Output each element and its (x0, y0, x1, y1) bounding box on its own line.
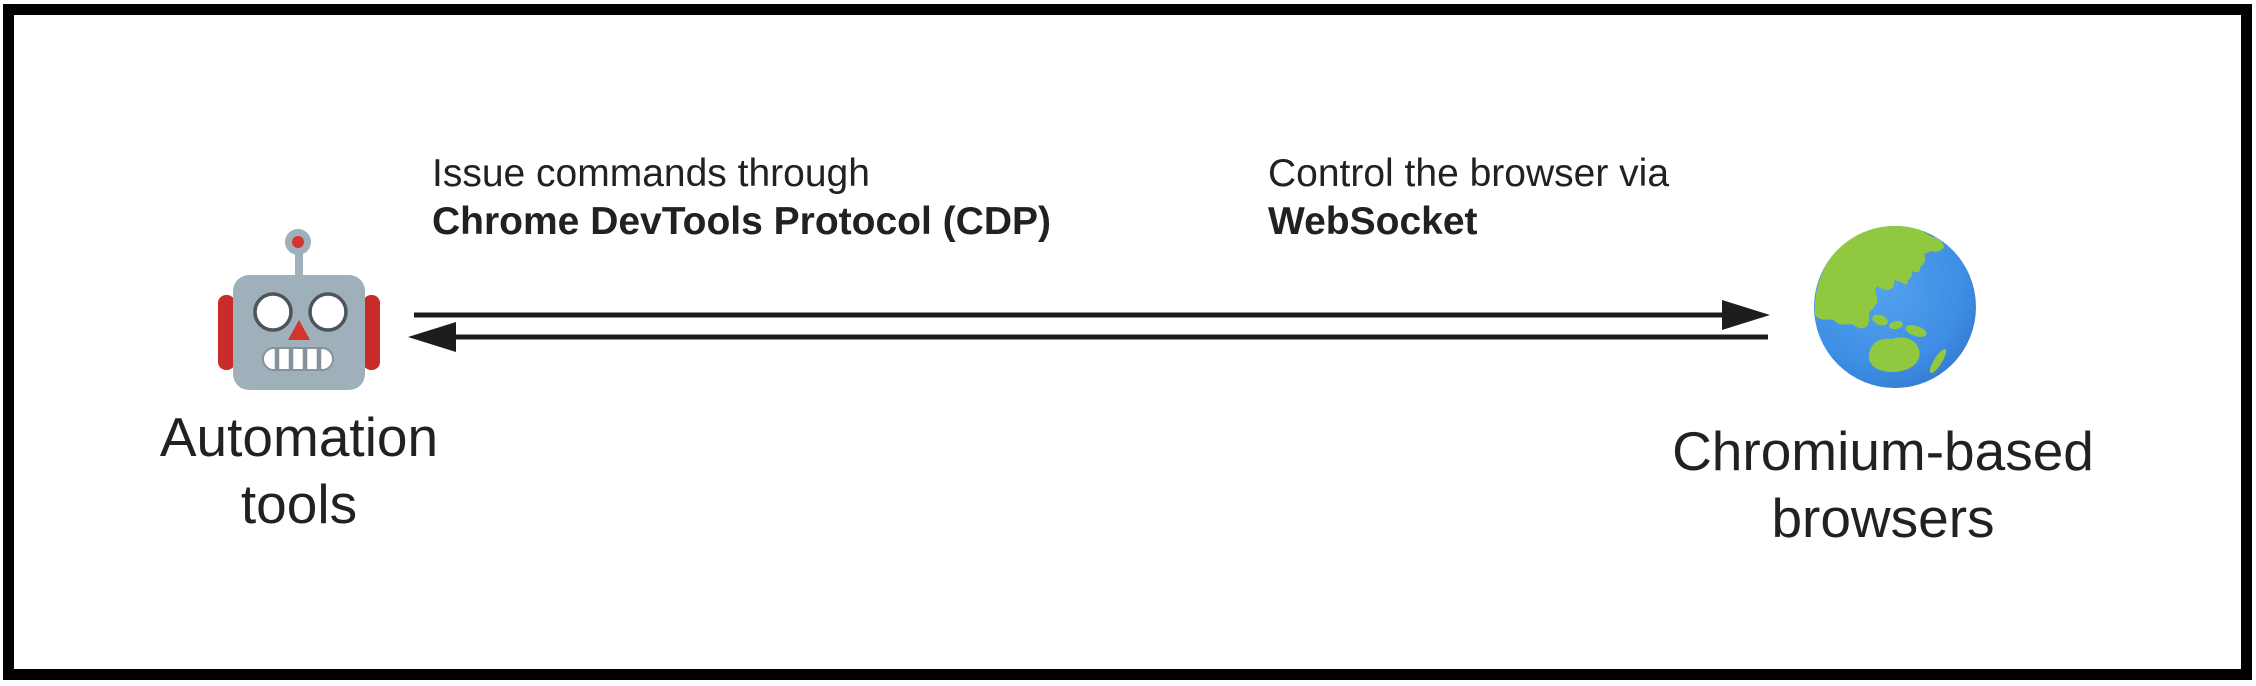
cdp-link-text-bold: Chrome DevTools Protocol (CDP) (432, 200, 1051, 243)
websocket-link-text-bold: WebSocket (1268, 200, 1478, 243)
websocket-arrow-left (408, 322, 1768, 352)
websocket-link-text: Control the browser via (1268, 152, 1670, 195)
websocket-link-label: Control the browser via WebSocket (1268, 150, 1669, 246)
chromium-browsers-label: Chromium-based browsers (1672, 420, 2094, 549)
robot-nose (288, 320, 310, 340)
robot-icon (218, 229, 380, 390)
automation-tools-label: Automation tools (159, 406, 439, 535)
cdp-link-label: Issue commands through Chrome DevTools P… (432, 150, 1051, 246)
robot-eye-left (253, 292, 293, 332)
globe-icon (1814, 226, 1976, 388)
robot-eye-right (308, 292, 348, 332)
cdp-link-text: Issue commands through (432, 152, 870, 195)
cdp-arrow-right (414, 300, 1770, 330)
robot-ear-right (363, 295, 380, 370)
robot-mouth (262, 347, 334, 371)
robot-ear-left (218, 295, 235, 370)
robot-antenna-stem (295, 246, 303, 280)
globe-landmasses (1814, 226, 1947, 374)
